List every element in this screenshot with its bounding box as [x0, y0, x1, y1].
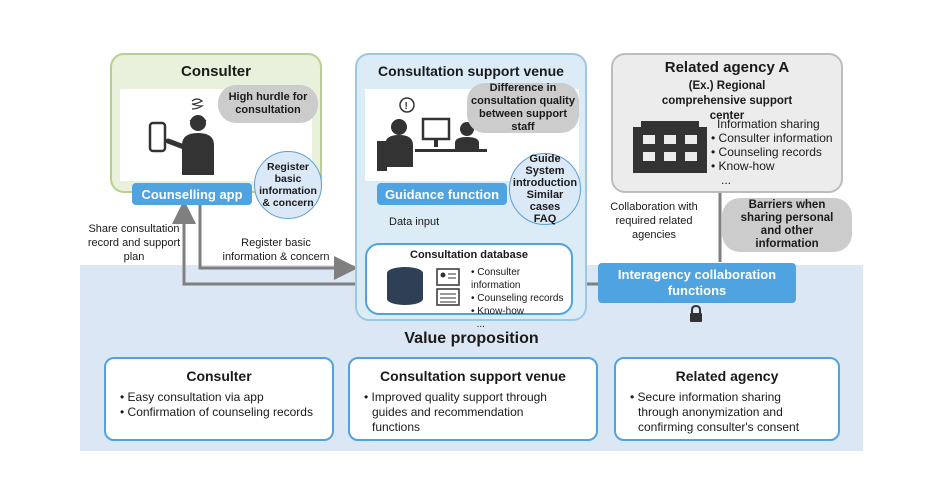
guide-item: Guide: [529, 153, 561, 165]
guide-circle: Guide System introduction Similar cases …: [509, 153, 581, 225]
db-item: • Know-how: [471, 306, 524, 317]
faq-item: FAQ: [533, 213, 557, 225]
value-card-title: Related agency: [675, 368, 779, 384]
value-item: • Improved quality support through guide…: [364, 390, 547, 434]
consulter-panel: Consulter High hurdle for consultation C…: [110, 53, 322, 219]
interagency-functions-button[interactable]: Interagency collaboration functions: [598, 263, 796, 303]
agency-subtitle: (Ex.) Regional comprehensive support cen…: [661, 80, 793, 122]
collaboration-label: Collaboration with required related agen…: [610, 201, 698, 241]
consulter-title: Consulter: [180, 63, 251, 80]
barrier-bubble: Barriers when sharing personal and other…: [722, 198, 852, 252]
value-item: • Easy consultation via app: [120, 390, 264, 404]
svg-text:!: !: [405, 101, 408, 112]
value-item: • Secure information sharing through ano…: [630, 390, 800, 434]
db-title: Consultation database: [410, 249, 528, 261]
counselling-app-button[interactable]: Counselling app: [132, 183, 252, 205]
value-proposition-title: Value proposition: [404, 330, 539, 347]
info-item: • Consulter information: [711, 131, 833, 145]
agency-title: Related agency A: [664, 59, 790, 76]
value-card-items: • Secure information sharing through ano…: [630, 390, 824, 435]
register-label: Register basic information & concern: [222, 237, 330, 263]
db-items: • Consulter information • Counseling rec…: [471, 266, 571, 331]
share-record-label: Share consultation record and support pl…: [87, 223, 181, 263]
register-arrow: [198, 204, 358, 280]
venue-title: Consultation support venue: [378, 63, 564, 79]
info-item: ...: [721, 173, 732, 187]
db-item: • Counseling records: [471, 293, 564, 304]
similar-cases-item: Similar cases: [526, 189, 564, 213]
share-record-arrow: [172, 200, 357, 286]
info-sharing-items: • Consulter information • Counseling rec…: [711, 131, 833, 187]
venue-bubble: Difference in consultation quality betwe…: [467, 82, 579, 133]
guidance-function-button[interactable]: Guidance function: [377, 183, 507, 205]
value-card-title: Consultation support venue: [380, 368, 566, 384]
db-item: • Consulter information: [471, 267, 521, 291]
info-sharing-title: Information sharing: [717, 117, 820, 131]
value-card-agency: Related agency • Secure information shar…: [614, 357, 840, 441]
worry-icon: [191, 98, 204, 110]
system-intro-item: System introduction: [512, 165, 578, 189]
data-input-label: Data input: [389, 216, 440, 228]
building-icon: [633, 121, 707, 173]
consultation-database[interactable]: Consultation database • Consulter inform…: [365, 243, 573, 330]
value-card-consulter: Consulter • Easy consultation via app • …: [104, 357, 334, 441]
value-card-title: Consulter: [186, 368, 252, 384]
value-card-venue: Consultation support venue • Improved qu…: [348, 357, 598, 441]
info-item: • Counseling records: [711, 145, 822, 159]
venue-panel: Consultation support venue ! Difference …: [355, 53, 587, 330]
value-card-items: • Easy consultation via app • Confirmati…: [120, 390, 332, 420]
register-circle: Register basic information & concern: [254, 151, 322, 219]
db-item: ...: [476, 319, 485, 330]
tablet-user-icon: [148, 115, 214, 175]
lock-icon: [690, 305, 702, 322]
info-item: • Know-how: [711, 159, 775, 173]
value-card-items: • Improved quality support through guide…: [364, 390, 566, 435]
database-icon: [387, 267, 460, 306]
consulter-bubble: High hurdle for consultation: [218, 85, 318, 123]
agency-panel: Related agency A (Ex.) Regional comprehe…: [611, 53, 843, 193]
value-item: • Confirmation of counseling records: [120, 405, 313, 419]
